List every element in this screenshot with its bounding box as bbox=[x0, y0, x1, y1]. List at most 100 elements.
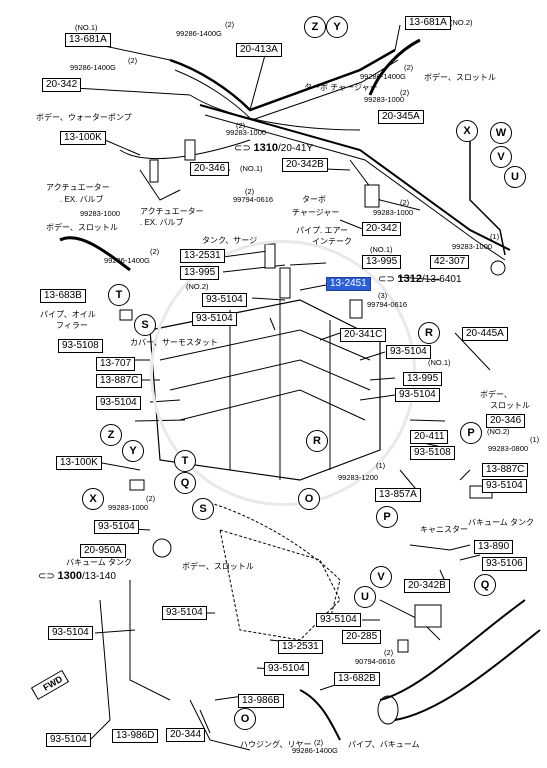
part-code-93-5104-a[interactable]: 93-5104 bbox=[202, 293, 247, 307]
part-code-20-411[interactable]: 20-411 bbox=[410, 430, 449, 444]
part-code-93-5108[interactable]: 93-5108 bbox=[58, 339, 103, 353]
callout-s[interactable]: S bbox=[134, 314, 156, 336]
part-code-20-342-mid[interactable]: 20-342 bbox=[362, 222, 402, 236]
callout-x[interactable]: X bbox=[456, 120, 478, 142]
annotation: 99283-1000 bbox=[226, 128, 267, 137]
annotation: (2) bbox=[225, 20, 235, 29]
jp-label: タンク、サージ bbox=[202, 236, 258, 245]
jp-label: チャージャー bbox=[292, 208, 340, 217]
part-code-13-682B[interactable]: 13-682B bbox=[334, 672, 380, 686]
jp-label: . EX. バルブ bbox=[60, 195, 104, 204]
callout-r[interactable]: R bbox=[418, 322, 440, 344]
part-code-93-5104-c[interactable]: 93-5104 bbox=[386, 345, 431, 359]
part-code-20-413A[interactable]: 20-413A bbox=[236, 43, 282, 57]
callout-p-lower[interactable]: P bbox=[376, 506, 398, 528]
part-code-13-986B[interactable]: 13-986B bbox=[238, 694, 284, 708]
ref-icon: ⊂⊃ bbox=[234, 143, 254, 154]
annotation: 99283-1000 bbox=[364, 95, 405, 104]
callout-s-lower[interactable]: S bbox=[192, 498, 214, 520]
callout-v[interactable]: V bbox=[490, 146, 512, 168]
reference-1310[interactable]: ⊂⊃ 1310/20-41Y bbox=[234, 142, 314, 154]
part-code-93-5104-h[interactable]: 93-5104 bbox=[162, 606, 207, 620]
part-code-13-2531-bottom[interactable]: 13-2531 bbox=[278, 640, 323, 654]
part-code-93-5104-i[interactable]: 93-5104 bbox=[316, 613, 361, 627]
part-code-93-5104-f[interactable]: 93-5104 bbox=[482, 479, 527, 493]
part-code-20-344[interactable]: 20-344 bbox=[166, 728, 206, 742]
annotation: 99286-1400G bbox=[292, 746, 338, 755]
callout-w[interactable]: W bbox=[490, 122, 512, 144]
annotation: (NO.2) bbox=[450, 18, 473, 27]
part-code-20-342B[interactable]: 20-342B bbox=[282, 158, 328, 172]
part-code-20-346[interactable]: 20-346 bbox=[190, 162, 230, 176]
annotation: 99283-1200 bbox=[338, 473, 379, 482]
callout-q[interactable]: Q bbox=[174, 472, 196, 494]
jp-label: ボデー、ウォーターポンプ bbox=[36, 113, 132, 122]
callout-u[interactable]: U bbox=[504, 166, 526, 188]
part-code-13-986D[interactable]: 13-986D bbox=[112, 729, 159, 743]
callout-t[interactable]: T bbox=[108, 284, 130, 306]
part-code-93-5104-e[interactable]: 93-5104 bbox=[395, 388, 440, 402]
ref-icon: ⊂⊃ bbox=[378, 274, 398, 285]
callout-y[interactable]: Y bbox=[326, 16, 348, 38]
callout-r-lower[interactable]: R bbox=[306, 430, 328, 452]
jp-label: バキューム タンク bbox=[468, 518, 534, 527]
callout-o-lower[interactable]: O bbox=[234, 708, 256, 730]
part-code-13-707[interactable]: 13-707 bbox=[96, 357, 136, 371]
reference-1300[interactable]: ⊂⊃ 1300/13-140 bbox=[38, 570, 116, 582]
part-code-93-5104-b[interactable]: 93-5104 bbox=[192, 312, 237, 326]
callout-q-lower[interactable]: Q bbox=[474, 574, 496, 596]
part-code-20-445A[interactable]: 20-445A bbox=[462, 327, 508, 341]
part-code-13-995-b[interactable]: 13-995 bbox=[362, 255, 402, 269]
callout-x-lower[interactable]: X bbox=[82, 488, 104, 510]
part-code-42-307[interactable]: 42-307 bbox=[430, 255, 470, 269]
reference-1312[interactable]: ⊂⊃ 1312/13-6401 bbox=[378, 273, 462, 285]
callout-z-lower[interactable]: Z bbox=[100, 424, 122, 446]
jp-label: フィラー bbox=[56, 321, 88, 330]
part-code-13-100K[interactable]: 13-100K bbox=[60, 131, 106, 145]
annotation: (2) bbox=[384, 648, 394, 657]
part-code-13-890[interactable]: 13-890 bbox=[474, 540, 514, 554]
part-code-93-5106[interactable]: 93-5106 bbox=[482, 557, 527, 571]
jp-label: パイプ. エアー bbox=[296, 226, 348, 235]
part-code-13-681A-right[interactable]: 13-681A bbox=[405, 16, 451, 30]
part-code-20-345A[interactable]: 20-345A bbox=[378, 110, 424, 124]
part-code-93-5104-j[interactable]: 93-5104 bbox=[48, 626, 93, 640]
callout-z[interactable]: Z bbox=[304, 16, 326, 38]
callout-o[interactable]: O bbox=[298, 488, 320, 510]
part-code-13-887C-right[interactable]: 13-887C bbox=[482, 463, 529, 477]
part-code-13-100K-bottom[interactable]: 13-100K bbox=[56, 456, 102, 470]
part-code-93-5104-l[interactable]: 93-5104 bbox=[46, 733, 91, 747]
part-code-20-950A[interactable]: 20-950A bbox=[80, 544, 126, 558]
part-code-20-342B-bottom[interactable]: 20-342B bbox=[404, 579, 450, 593]
part-code-13-2451-highlighted[interactable]: 13-2451 bbox=[326, 277, 371, 291]
part-code-20-342[interactable]: 20-342 bbox=[42, 78, 82, 92]
annotation: (2) bbox=[314, 738, 324, 747]
callout-p[interactable]: P bbox=[460, 422, 482, 444]
part-code-13-857A[interactable]: 13-857A bbox=[375, 488, 421, 502]
annotation: (NO.1) bbox=[75, 23, 98, 32]
part-code-13-683B[interactable]: 13-683B bbox=[40, 289, 86, 303]
part-code-20-341C[interactable]: 20-341C bbox=[340, 328, 387, 342]
jp-label: パイプ、バキューム bbox=[348, 740, 420, 749]
annotation: (3) bbox=[378, 291, 388, 300]
annotation: 99286-1400G bbox=[70, 63, 116, 72]
annotation: (1) bbox=[376, 461, 386, 470]
jp-label: アクチュエーター bbox=[140, 207, 204, 216]
part-code-13-995[interactable]: 13-995 bbox=[180, 266, 220, 280]
part-code-13-2531[interactable]: 13-2531 bbox=[180, 249, 225, 263]
callout-y-lower[interactable]: Y bbox=[122, 440, 144, 462]
callout-t-lower[interactable]: T bbox=[174, 450, 196, 472]
callout-v-lower[interactable]: V bbox=[370, 566, 392, 588]
part-code-20-285[interactable]: 20-285 bbox=[342, 630, 382, 644]
annotation: (1) bbox=[530, 435, 540, 444]
part-code-93-5104-g[interactable]: 93-5104 bbox=[94, 520, 139, 534]
part-code-93-5104-d[interactable]: 93-5104 bbox=[96, 396, 141, 410]
part-code-13-887C[interactable]: 13-887C bbox=[96, 374, 143, 388]
callout-u-lower[interactable]: U bbox=[354, 586, 376, 608]
annotation: (2) bbox=[400, 88, 410, 97]
part-code-13-681A[interactable]: 13-681A bbox=[65, 33, 111, 47]
part-code-93-5104-k[interactable]: 93-5104 bbox=[264, 662, 309, 676]
part-code-93-5108-right[interactable]: 93-5108 bbox=[410, 446, 455, 460]
part-code-20-346-right[interactable]: 20-346 bbox=[486, 414, 526, 428]
part-code-13-995-right[interactable]: 13-995 bbox=[403, 372, 443, 386]
